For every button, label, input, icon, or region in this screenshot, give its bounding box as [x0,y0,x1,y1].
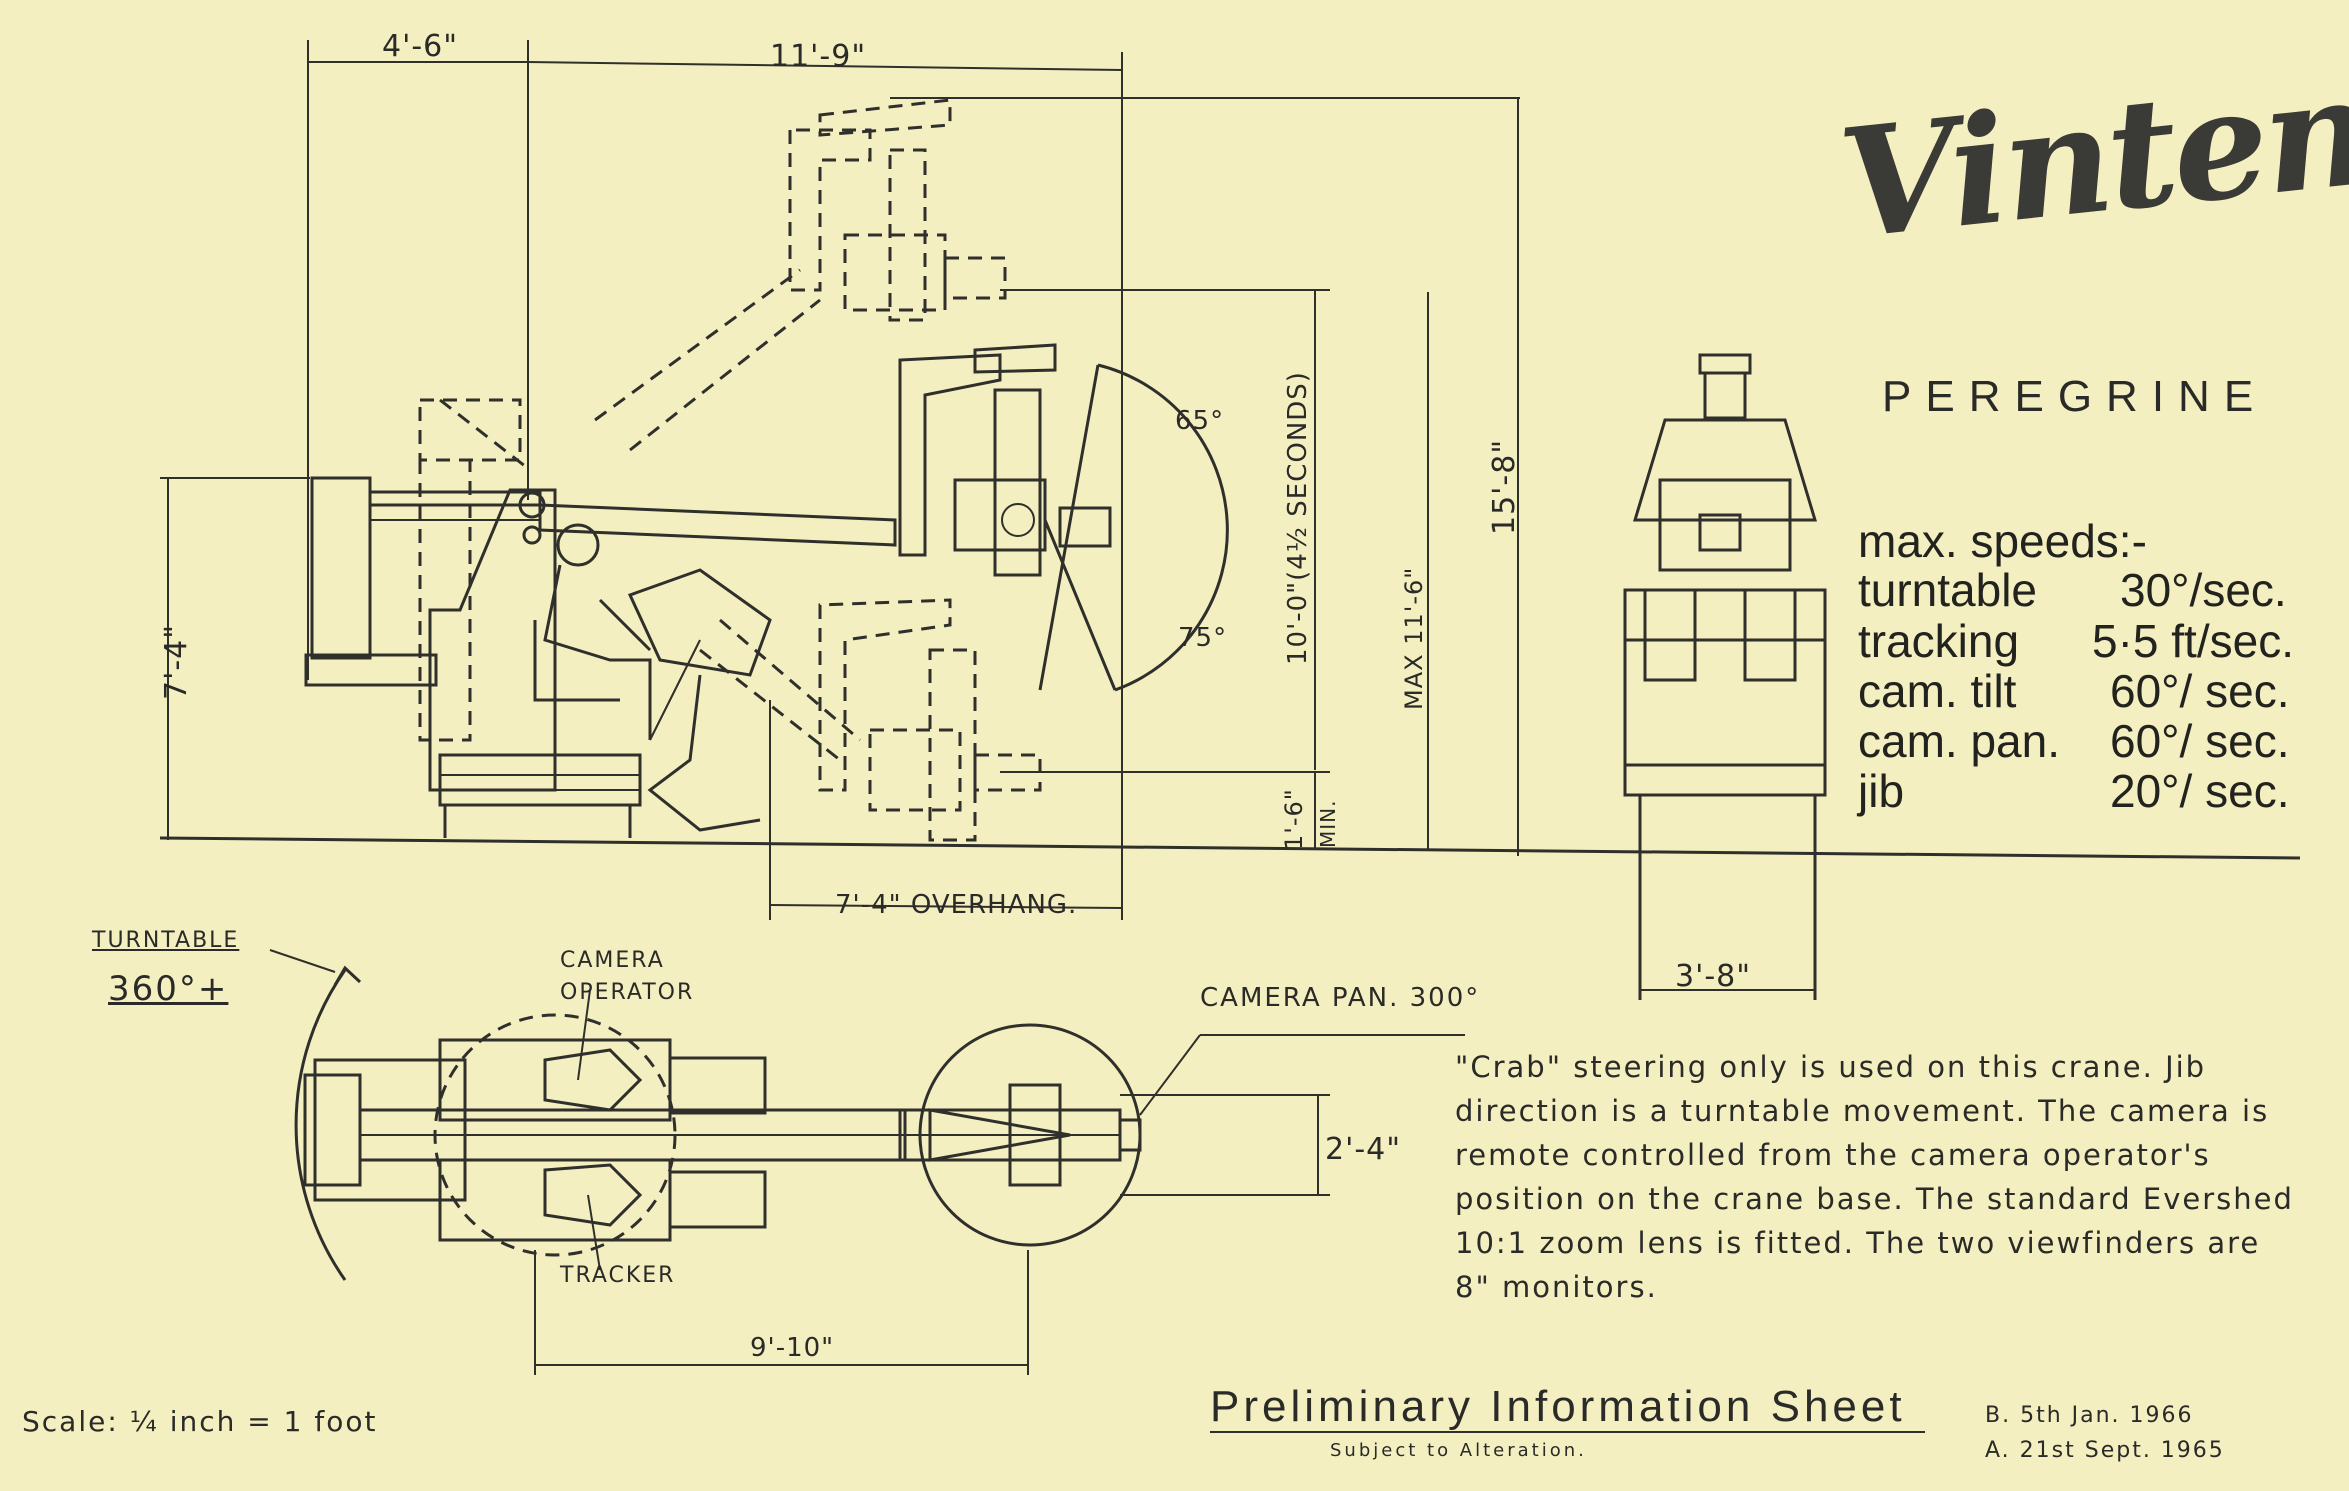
dim-7-4: 7'-4" [159,623,194,700]
sheet-subtitle: Subject to Alteration. [1330,1440,1587,1461]
dim-15-8: 15'-8" [1487,438,1522,535]
dim-11-9: 11'-9" [770,39,867,74]
dim-min-label: MIN. [1316,799,1340,848]
model-name: PEREGRINE [1882,372,2268,421]
angle-65: 65° [1175,406,1225,436]
speed-value-tracking: 5·5 ft/sec. [2092,615,2294,667]
dim-10-0: 10'-0"(4½ SECONDS) [1283,371,1313,665]
speed-label-tracking: tracking [1858,615,2020,667]
revision-a: A. 21st Sept. 1965 [1985,1438,2225,1463]
speed-label-jib: jib [1858,765,1905,817]
camera-operator-label-line2: OPERATOR [560,980,695,1005]
speeds-heading: max. speeds:- [1858,515,2147,567]
side-elevation [159,40,2301,1000]
dim-9-10: 9'-10" [750,1333,835,1363]
tracker-label: TRACKER [560,1263,676,1288]
turntable-label: TURNTABLE [92,928,240,953]
dim-3-8: 3'-8" [1675,959,1752,994]
camera-operator-label-line1: CAMERA [560,948,665,973]
speed-label-cam-pan: cam. pan. [1858,715,2060,767]
camera-pan-label: CAMERA PAN. 300° [1200,983,1481,1013]
speed-value-turntable: 30°/sec. [2120,564,2287,616]
speed-value-cam-pan: 60°/ sec. [2110,715,2290,767]
sheet-title: Preliminary Information Sheet [1210,1382,1906,1431]
plan-view [269,949,1925,1433]
dim-1-6: 1'-6" [1280,788,1308,850]
angle-75: 75° [1178,623,1228,653]
dim-overhang: 7'-4" OVERHANG. [835,890,1078,920]
description-notes: "Crab" steering only is used on this cra… [1455,1050,2294,1304]
speed-label-cam-tilt: cam. tilt [1858,665,2017,717]
dim-4-6: 4'-6" [382,29,459,64]
front-elevation [1623,353,1827,1000]
speed-value-cam-tilt: 60°/ sec. [2110,665,2290,717]
scale-note: Scale: ¼ inch = 1 foot [22,1405,378,1438]
turntable-angle: 360°+ [108,969,229,1009]
dim-max-11-6: MAX 11'-6" [1400,566,1428,710]
speed-label-turntable: turntable [1858,564,2038,616]
revision-b: B. 5th Jan. 1966 [1985,1403,2194,1428]
dim-2-4: 2'-4" [1325,1132,1402,1167]
speed-value-jib: 20°/ sec. [2110,765,2290,817]
